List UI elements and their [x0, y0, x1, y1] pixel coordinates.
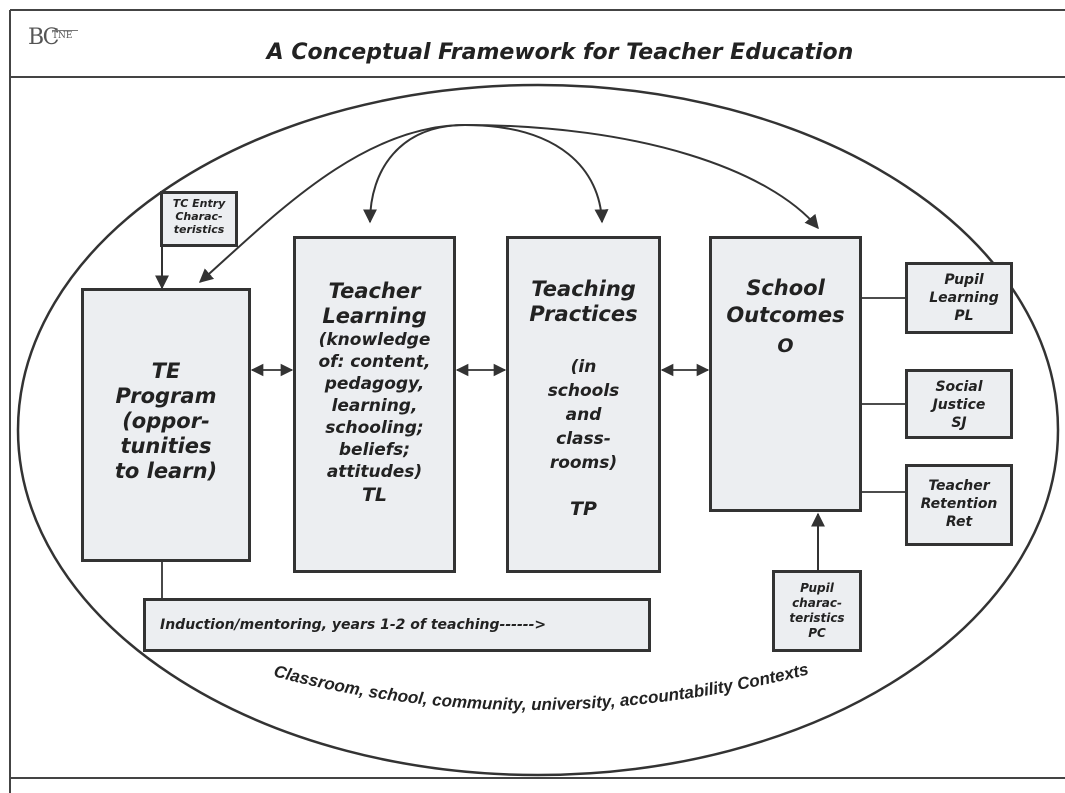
teaching-practices-box: Teaching Practices (in schools and class…	[506, 236, 661, 573]
teacher-learning-box: Teacher Learning (knowledge of: content,…	[293, 236, 456, 573]
school-outcomes-code: O	[777, 335, 794, 357]
page-title: A Conceptual Framework for Teacher Educa…	[266, 40, 854, 65]
teaching-practices-title: Teaching Practices	[529, 277, 638, 326]
pupil-characteristics-box: Pupil charac- teristics PC	[772, 570, 862, 652]
school-outcomes-box: School Outcomes O	[709, 236, 862, 512]
teacher-learning-detail: (knowledge of: content, pedagogy, learni…	[318, 330, 431, 482]
tc-entry-box: TC Entry Charac- teristics	[160, 191, 238, 247]
te-program-box: TE Program (oppor- tunities to learn)	[81, 288, 251, 562]
context-label: Classroom, school, community, university…	[272, 660, 811, 714]
tc-entry-label: TC Entry Charac- teristics	[172, 197, 226, 236]
context-ellipse	[16, 83, 1060, 777]
pupil-learning-label: Pupil Learning PL	[929, 272, 999, 324]
teacher-learning-code: TL	[361, 484, 388, 506]
teaching-practices-code: TP	[570, 498, 597, 520]
teacher-retention-box: Teacher Retention Ret	[905, 464, 1013, 546]
teacher-learning-title: Teacher Learning	[322, 279, 427, 328]
te-program-label: TE Program (oppor- tunities to learn)	[114, 359, 218, 483]
school-outcomes-title: School Outcomes	[726, 276, 845, 327]
arc-to-school-outcomes	[464, 124, 819, 230]
arc-to-te-program	[198, 124, 466, 283]
teaching-practices-detail: (in schools and class- rooms)	[547, 357, 620, 473]
induction-label: Induction/mentoring, years 1-2 of teachi…	[160, 617, 547, 633]
logo-main: BC	[28, 25, 59, 50]
arc-to-teacher-learning	[363, 124, 466, 224]
logo-sub: TNE	[52, 30, 78, 41]
arc-to-teaching-practices	[464, 124, 609, 224]
pupil-characteristics-label: Pupil charac- teristics PC	[789, 581, 845, 640]
bctne-logo: BC TNE	[28, 25, 78, 50]
social-justice-label: Social Justice SJ	[932, 379, 986, 431]
induction-box: Induction/mentoring, years 1-2 of teachi…	[143, 598, 651, 652]
social-justice-box: Social Justice SJ	[905, 369, 1013, 439]
teacher-retention-label: Teacher Retention Ret	[920, 478, 998, 530]
pupil-learning-box: Pupil Learning PL	[905, 262, 1013, 334]
